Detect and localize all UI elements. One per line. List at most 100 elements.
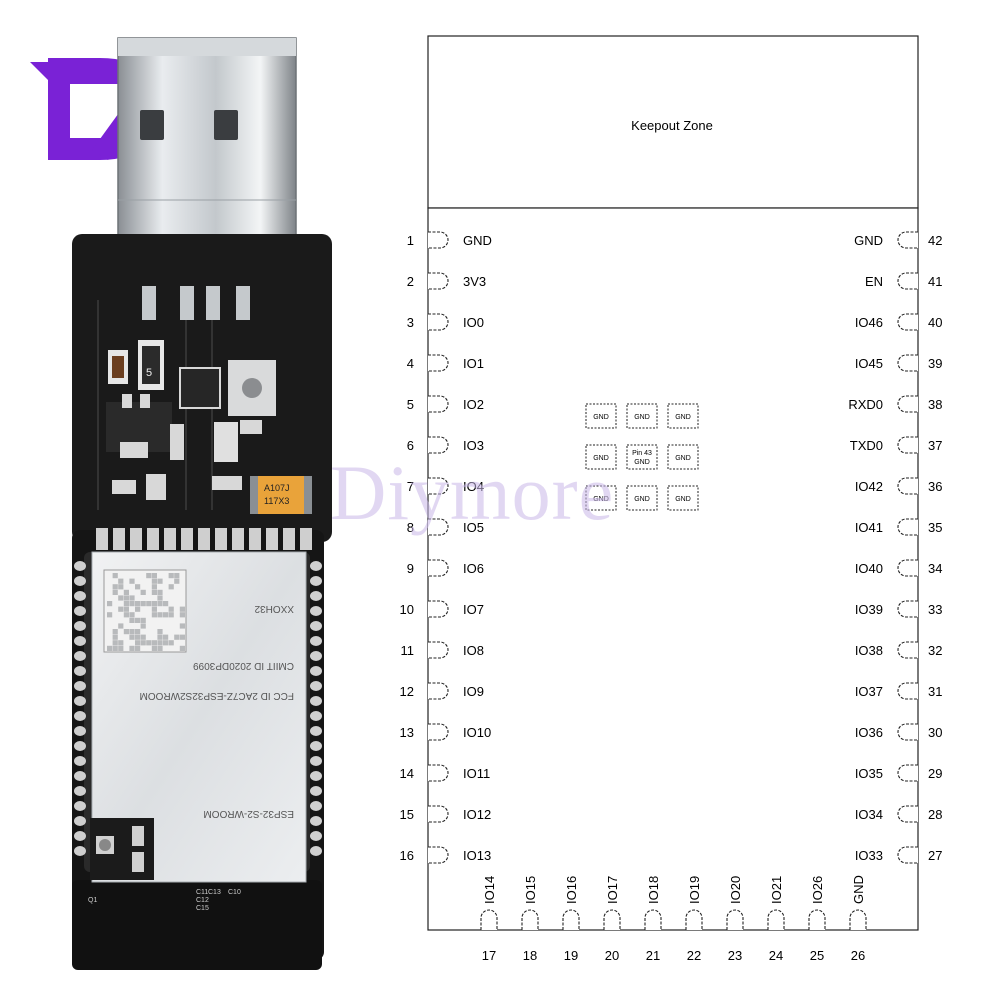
header-pad — [147, 528, 159, 550]
pin-number: 3 — [407, 315, 414, 330]
pin-label: IO37 — [855, 684, 883, 699]
pin-pad — [644, 909, 662, 930]
silk-q1: Q1 — [88, 897, 97, 904]
pin-pad — [428, 518, 449, 536]
regulator-text: 5 — [146, 367, 152, 379]
module-outline — [427, 207, 919, 931]
header-pad — [300, 528, 312, 550]
side-pad-left — [74, 846, 86, 856]
gnd-pad-label: GND — [593, 496, 609, 503]
header-pad — [198, 528, 210, 550]
pin-label: IO3 — [463, 438, 484, 453]
pin-number: 20 — [605, 948, 619, 963]
pin-number: 21 — [646, 948, 660, 963]
header-pad — [232, 528, 244, 550]
gnd-pad-label: GND — [675, 455, 691, 462]
pin-number: 15 — [400, 807, 414, 822]
pin-pad — [897, 682, 918, 700]
pin-number: 39 — [928, 356, 942, 371]
pin-label: GND — [463, 233, 492, 248]
side-pad-left — [74, 666, 86, 676]
pin-pad — [897, 436, 918, 454]
product-photo: A107J 117X3 XXOH32 CMIIT ID 2020DP3099 F… — [30, 37, 332, 970]
pin-number: 1 — [407, 233, 414, 248]
pin-number: 24 — [769, 948, 783, 963]
pin-pad — [428, 436, 449, 454]
pin-label: IO8 — [463, 643, 484, 658]
pin-pad — [428, 723, 449, 741]
side-pads — [74, 561, 322, 856]
gnd-pad — [585, 403, 617, 429]
gnd-pad — [667, 444, 699, 470]
pin-label: GND — [851, 875, 866, 904]
silk-c11: C11 — [196, 889, 208, 896]
pin-label: IO4 — [463, 479, 484, 494]
side-pad-right — [310, 711, 322, 721]
pin-number: 41 — [928, 274, 942, 289]
pin-label: IO19 — [687, 876, 702, 904]
gnd-pad-label: GND — [634, 496, 650, 503]
pin-number: 30 — [928, 725, 942, 740]
pin-label: GND — [854, 233, 883, 248]
side-pad-left — [74, 561, 86, 571]
gnd-pad — [626, 444, 658, 470]
pin-pad — [603, 909, 621, 930]
pin-number: 9 — [407, 561, 414, 576]
pin-pad — [726, 909, 744, 930]
gnd-pad — [667, 403, 699, 429]
side-pad-left — [74, 786, 86, 796]
pin-label: IO33 — [855, 848, 883, 863]
pin-number: 13 — [400, 725, 414, 740]
keepout-zone — [427, 35, 919, 209]
side-pad-right — [310, 726, 322, 736]
gnd-pad-label: GND — [634, 459, 650, 466]
pin-label: IO2 — [463, 397, 484, 412]
pin-pad — [897, 600, 918, 618]
silk-c13: C13 — [208, 889, 221, 896]
side-pad-right — [310, 621, 322, 631]
pin-pad — [428, 477, 449, 495]
pin-pad — [428, 313, 449, 331]
pin-pad — [428, 805, 449, 823]
header-pad — [96, 528, 108, 550]
pin-pad — [428, 231, 449, 249]
pin-label: IO34 — [855, 807, 883, 822]
pin-label: 3V3 — [463, 274, 486, 289]
side-pad-left — [74, 756, 86, 766]
pin-number: 10 — [400, 602, 414, 617]
side-pad-right — [310, 636, 322, 646]
pin-number: 7 — [407, 479, 414, 494]
bottom-pin-row: 17IO1418IO1519IO1620IO1721IO1822IO1923IO… — [480, 875, 867, 963]
side-pad-left — [74, 681, 86, 691]
capacitor-text-2: 117X3 — [264, 496, 289, 506]
pin-label: IO38 — [855, 643, 883, 658]
gnd-pad — [626, 485, 658, 511]
pin-number: 25 — [810, 948, 824, 963]
pin-number: 5 — [407, 397, 414, 412]
header-pad — [113, 528, 125, 550]
pin-pad — [428, 682, 449, 700]
pin-label: IO9 — [463, 684, 484, 699]
qr-code — [103, 569, 187, 653]
pin-number: 12 — [400, 684, 414, 699]
header-pad — [215, 528, 227, 550]
pin-pad — [897, 764, 918, 782]
side-pad-left — [74, 831, 86, 841]
pin-label: IO0 — [463, 315, 484, 330]
pin-label: IO26 — [810, 876, 825, 904]
side-pad-right — [310, 651, 322, 661]
pin-number: 36 — [928, 479, 942, 494]
header-pad — [181, 528, 193, 550]
pin-number: 34 — [928, 561, 942, 576]
capacitor-text-1: A107J — [264, 483, 290, 493]
pin-label: IO41 — [855, 520, 883, 535]
pin-number: 6 — [407, 438, 414, 453]
side-pad-right — [310, 771, 322, 781]
pin-pad — [428, 559, 449, 577]
usb-legs — [142, 286, 250, 320]
side-pad-right — [310, 696, 322, 706]
pin-pad — [480, 909, 498, 930]
pin-pad — [897, 477, 918, 495]
